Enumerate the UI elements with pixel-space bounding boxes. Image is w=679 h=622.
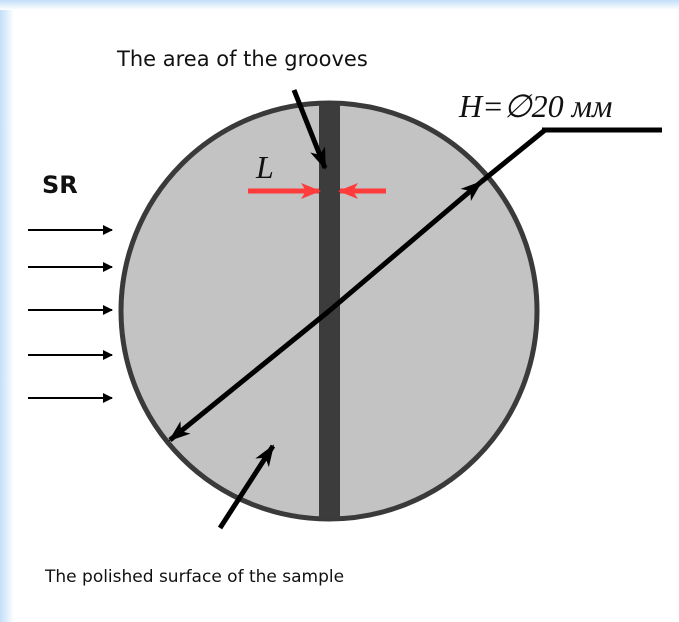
source-label: SR [42, 171, 78, 199]
diameter-label: H=∅20 мм [458, 88, 612, 124]
grooves-pointer-arrow [291, 89, 328, 170]
diameter-line-lower [168, 309, 331, 442]
surface-pointer-arrow [217, 444, 276, 530]
groove-width-label: L [255, 149, 274, 185]
diameter-leader [479, 128, 547, 184]
top-border [0, 0, 679, 10]
left-border [0, 0, 14, 622]
polished-surface-label: The polished surface of the sample [44, 567, 344, 587]
diameter-line [327, 180, 483, 313]
grooves-area-label: The area of the grooves [116, 47, 368, 71]
